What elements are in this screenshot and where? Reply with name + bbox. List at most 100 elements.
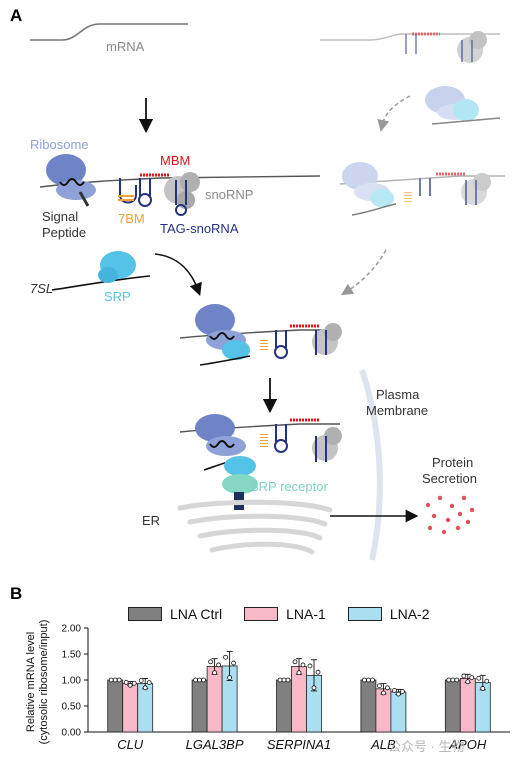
bar-serpina1-lna-ctrl — [276, 679, 292, 733]
plasma-membrane — [359, 369, 383, 561]
replicate-point — [292, 659, 298, 665]
replicate-point — [399, 689, 405, 694]
bar-clu-lna-1 — [122, 683, 139, 733]
secreted-proteins — [425, 495, 475, 535]
replicate-point — [146, 680, 152, 685]
replicate-point — [116, 677, 122, 683]
replicate-point — [395, 691, 401, 697]
replicate-point — [281, 677, 287, 683]
replicate-point — [208, 659, 214, 665]
srp-receptor-label: SRP receptor — [250, 479, 328, 494]
panel-b-letter: B — [10, 584, 23, 603]
legend-label-lna-1: LNA-1 — [286, 606, 326, 622]
y-tick-label: 0.00 — [62, 728, 82, 739]
bar-clu-lna-2 — [137, 683, 154, 733]
replicate-point — [361, 677, 367, 683]
replicate-point — [212, 670, 218, 676]
replicate-point — [391, 688, 397, 693]
bar-alb-lna-2 — [390, 691, 407, 733]
y-axis-label-line1: Relative mRNA level — [25, 632, 37, 732]
replicate-point — [476, 675, 482, 681]
dashed-arrow-1 — [377, 95, 411, 132]
replicate-point — [380, 690, 386, 696]
replicate-point — [296, 670, 302, 676]
x-tick-label: CLU — [117, 737, 144, 752]
er-membrane — [177, 499, 333, 555]
replicate-point — [480, 686, 486, 691]
replicate-point — [108, 677, 114, 683]
legend-item-lna-ctrl: LNA Ctrl — [128, 606, 222, 622]
y-axis-label-line2: (cytosolic ribosome/input) — [38, 620, 50, 744]
complex-step3 — [179, 304, 342, 366]
replicate-point — [365, 677, 371, 683]
y-tick-label: 1.00 — [62, 676, 82, 687]
replicate-point — [376, 683, 382, 689]
complex-step4 — [179, 414, 342, 510]
replicate-point — [307, 663, 313, 669]
signal-peptide-label-line2: Peptide — [42, 225, 87, 240]
seven-sl-label: 7SL — [30, 281, 54, 296]
replicate-point — [223, 654, 229, 660]
legend-item-lna-2: LNA-2 — [347, 606, 430, 622]
alt-pathway-top — [320, 31, 500, 63]
protein-secretion-label-line1: Protein — [432, 455, 474, 470]
legend-swatch-lna-ctrl — [128, 607, 162, 621]
tag-snorna-label: TAG-snoRNA — [160, 221, 239, 236]
replicate-point — [201, 677, 207, 683]
x-tick-label: APOH — [448, 737, 486, 752]
alt-ribosome — [425, 86, 501, 125]
replicate-point — [197, 677, 203, 683]
bar-clu-lna-ctrl — [107, 679, 124, 733]
replicate-point — [384, 685, 390, 691]
replicate-point — [131, 680, 137, 686]
chart-legend: LNA Ctrl LNA-1 LNA-2 — [128, 606, 430, 622]
legend-label-lna-2: LNA-2 — [389, 606, 430, 622]
ribosome-label: Ribosome — [30, 137, 89, 152]
mrna-strand — [30, 23, 188, 41]
replicate-point — [369, 677, 375, 683]
panel-a-letter: A — [10, 6, 23, 25]
replicate-point — [127, 682, 133, 688]
y-tick-label: 0.50 — [62, 702, 82, 713]
replicate-point — [123, 679, 129, 685]
replicate-point — [450, 677, 456, 683]
replicate-point — [465, 679, 471, 685]
legend-swatch-lna-2 — [347, 607, 382, 621]
bar-alb-lna-ctrl — [360, 679, 377, 733]
mechanism-diagram — [30, 23, 505, 561]
plasma-membrane-label-line2: Membrane — [366, 403, 429, 418]
legend-label-lna-ctrl: LNA Ctrl — [170, 606, 223, 622]
bar-apoh-lna-1 — [459, 678, 476, 733]
replicate-point — [142, 685, 148, 691]
seven-bm-label: 7BM — [118, 211, 145, 226]
plasma-membrane-label-line1: Plasma — [376, 387, 420, 402]
srp-complex — [51, 251, 202, 297]
dashed-arrow-2 — [340, 249, 387, 296]
watermark: 公众号 · 生物 — [388, 739, 465, 754]
x-tick-label: SERPINA1 — [267, 737, 331, 752]
alt-complex — [339, 162, 505, 216]
mrna-label: mRNA — [106, 39, 145, 54]
y-tick-label: 2.00 — [62, 624, 82, 635]
replicate-point — [112, 677, 118, 683]
legend-swatch-lna-1 — [244, 607, 279, 621]
replicate-point — [446, 677, 452, 683]
replicate-point — [227, 675, 233, 681]
er-label: ER — [142, 513, 161, 528]
replicate-point — [469, 675, 475, 681]
replicate-point — [315, 669, 321, 675]
mbm-label: MBM — [160, 153, 191, 168]
replicate-point — [454, 677, 460, 683]
y-tick-label: 1.50 — [62, 650, 82, 661]
replicate-point — [461, 673, 467, 679]
replicate-point — [193, 677, 199, 683]
bar-lgal3bp-lna-1 — [206, 666, 223, 733]
x-tick-label: ALB — [370, 737, 396, 752]
srp-label: SRP — [104, 289, 131, 304]
replicate-point — [300, 662, 306, 668]
bar-chart: Relative mRNA level (cytosolic ribosome/… — [25, 620, 510, 752]
replicate-point — [311, 685, 317, 691]
signal-peptide-label-line1: Signal — [42, 209, 79, 224]
bar-apoh-lna-ctrl — [444, 679, 461, 733]
bar-lgal3bp-lna-ctrl — [191, 679, 208, 733]
